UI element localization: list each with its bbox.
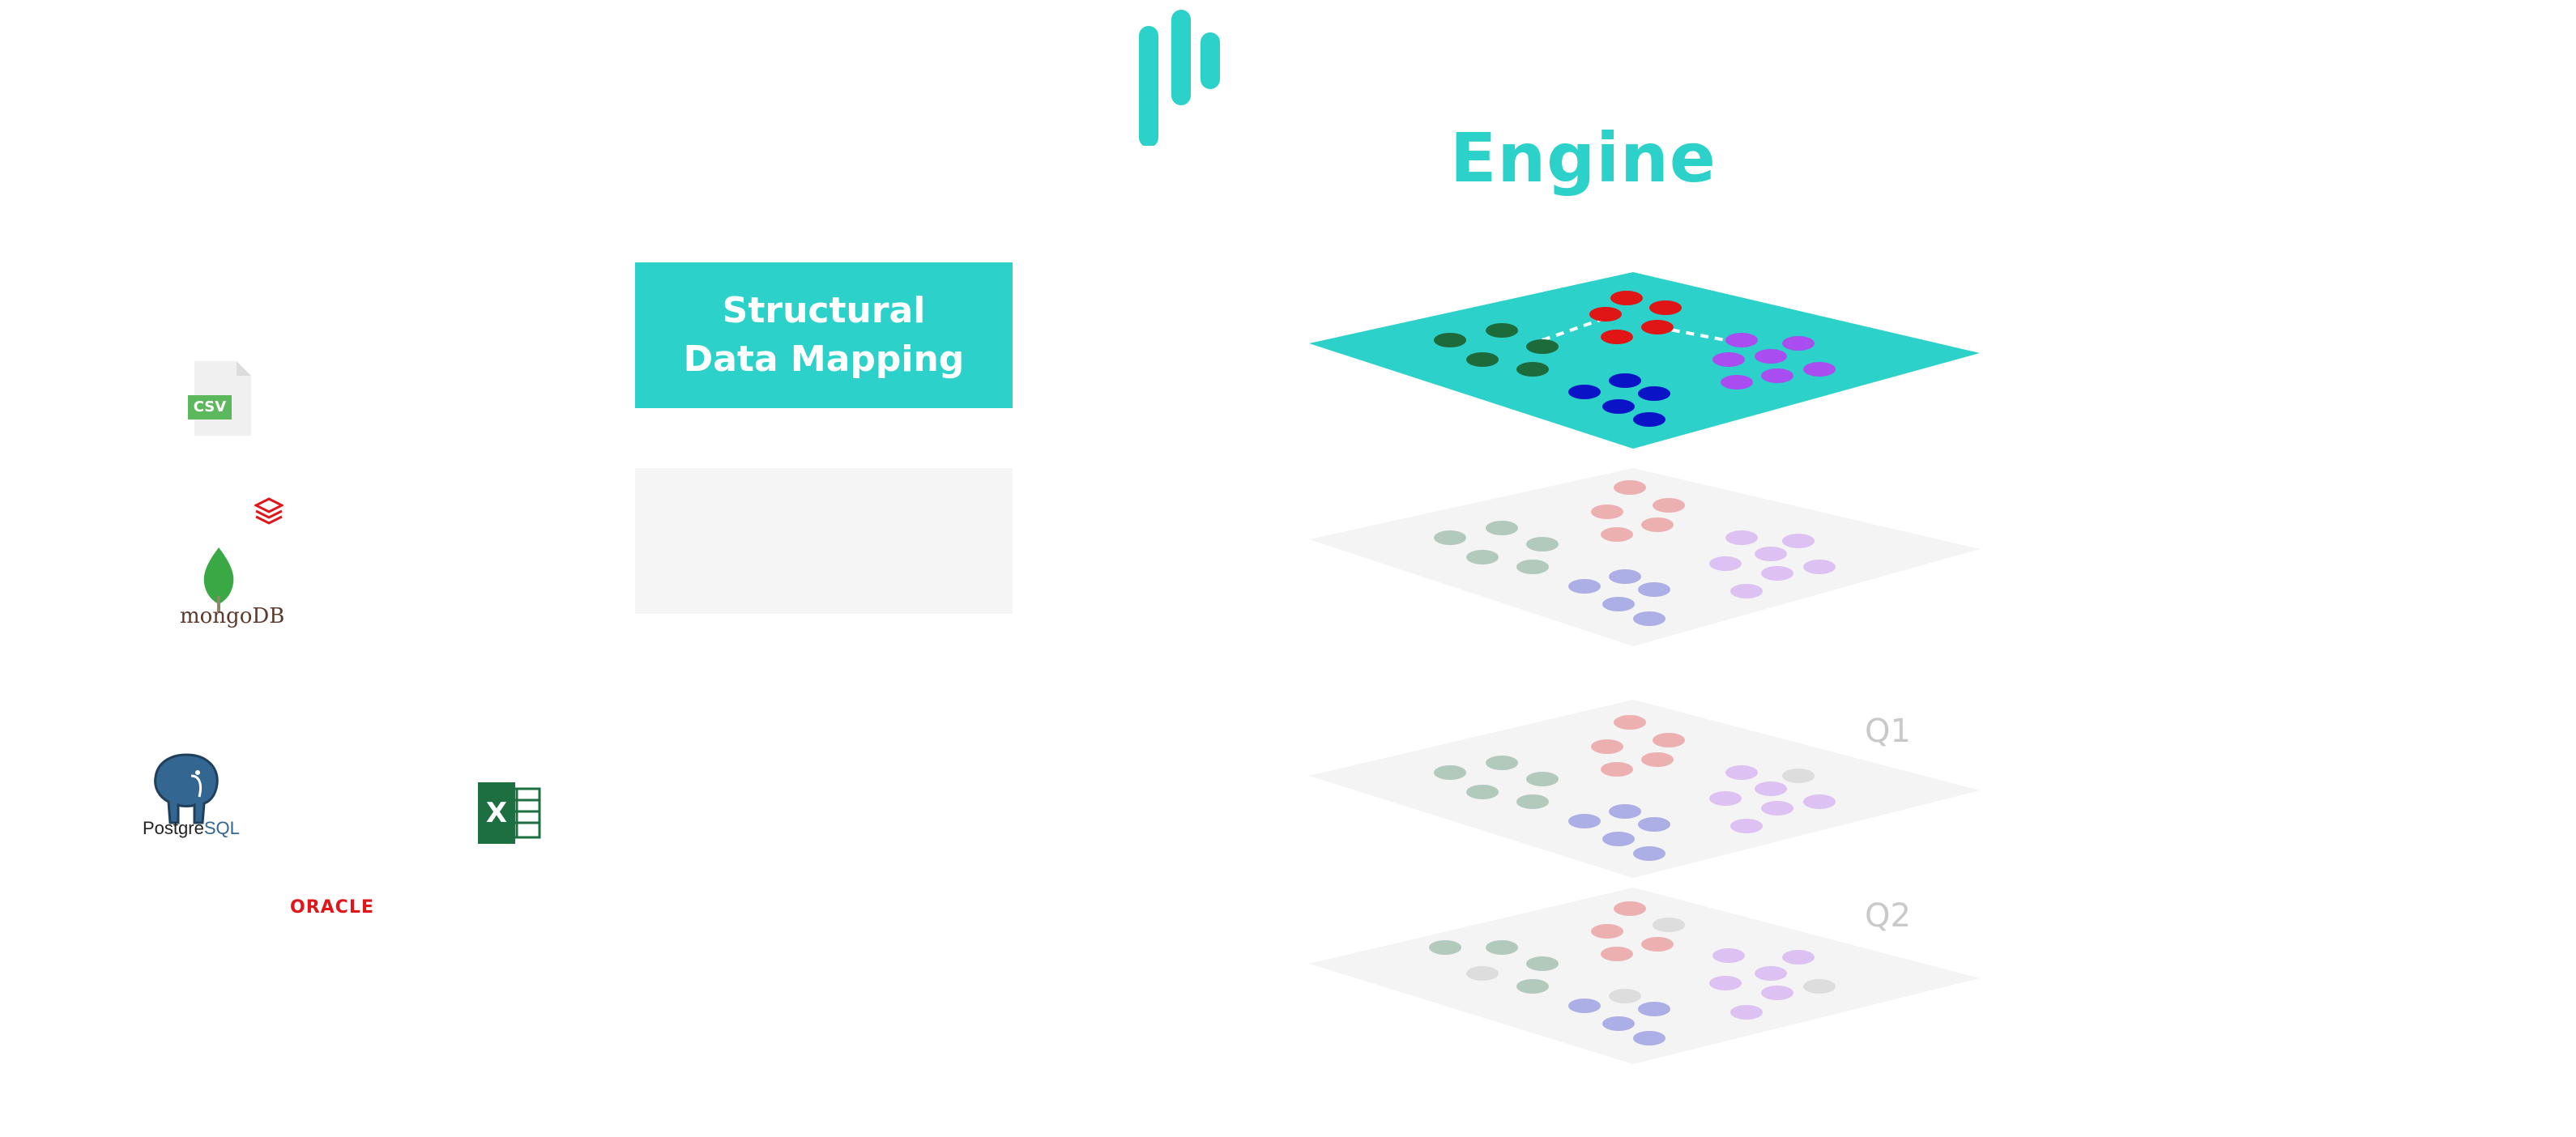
csv-label: CSV [193, 398, 227, 415]
layer-active [1309, 272, 1980, 449]
excel-label: X [485, 797, 508, 829]
page-title: Engine [1450, 118, 1717, 198]
mongodb-logo-text: mongoDB [180, 604, 285, 628]
excel-icon [478, 782, 541, 844]
layer-q1 [1309, 700, 1980, 878]
csv-file-icon [188, 361, 251, 436]
step-label-line1: Structural [722, 290, 926, 331]
postgresql-logo-text: PostgreSQL [143, 818, 240, 838]
stack-icon [254, 497, 284, 525]
layer-2 [1309, 468, 1980, 646]
layer-q2 [1309, 888, 1980, 1064]
mongodb-leaf-icon [203, 547, 234, 612]
postgresql-elephant-icon [154, 753, 219, 824]
layer-label-q2: Q2 [1865, 897, 1911, 935]
structural-data-mapping-step: Structural Data Mapping [635, 262, 1013, 408]
step-label-line2: Data Mapping [683, 339, 965, 380]
oracle-logo-text: ORACLE [290, 897, 374, 918]
brand-logo-icon [1139, 10, 1220, 146]
layer-label-q1: Q1 [1865, 713, 1911, 750]
faded-step [635, 468, 1013, 614]
